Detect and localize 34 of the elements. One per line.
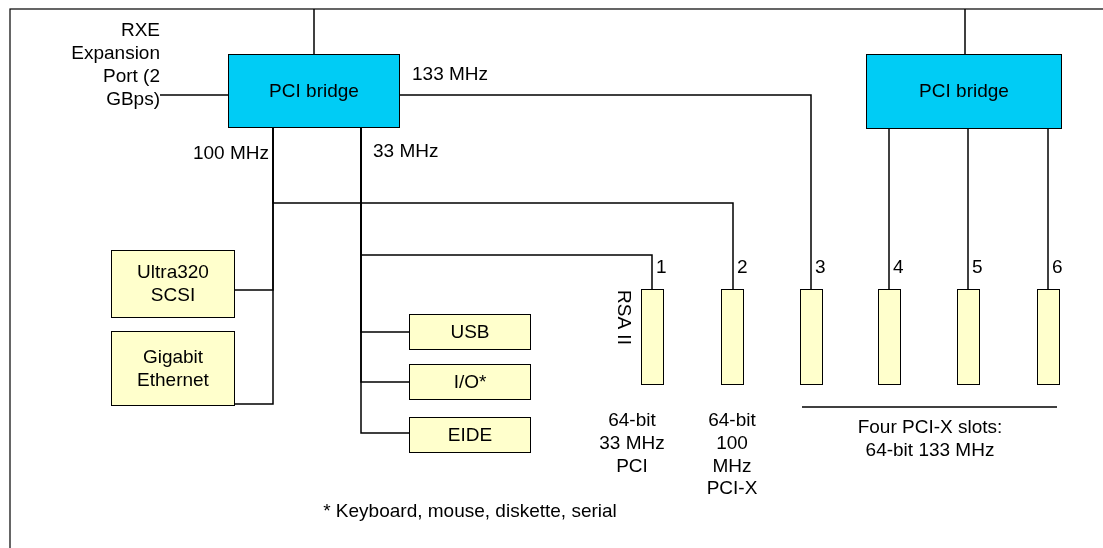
bus-line xyxy=(272,127,734,290)
expansion-slot xyxy=(878,289,901,385)
expansion-slot xyxy=(721,289,744,385)
slot-number: 6 xyxy=(1052,256,1064,279)
expansion-slot xyxy=(1037,289,1060,385)
slot-caption: 64-bit 33 MHz PCI xyxy=(598,409,666,478)
bus-line xyxy=(888,128,890,290)
slot-number: 5 xyxy=(972,256,984,279)
bus-line xyxy=(360,127,410,434)
slot-number: 4 xyxy=(893,256,905,279)
device-block: EIDE xyxy=(409,417,531,453)
slot-number: 2 xyxy=(737,256,749,279)
bus-line xyxy=(159,94,229,96)
bus-line xyxy=(399,94,812,290)
slot-caption: 64-bit 100 MHz PCI-X xyxy=(705,409,759,501)
port-label: RXE Expansion Port (2 GBps) xyxy=(60,18,160,112)
bridge-block: PCI bridge xyxy=(866,54,1062,129)
bus-line xyxy=(967,128,969,290)
device-block: Ultra320 SCSI xyxy=(111,250,235,318)
expansion-slot xyxy=(641,289,664,385)
device-block: USB xyxy=(409,314,531,350)
expansion-slot xyxy=(957,289,980,385)
slot-label: RSA II xyxy=(612,290,635,347)
footnote: * Keyboard, mouse, diskette, serial xyxy=(322,500,618,523)
slot-number: 3 xyxy=(815,256,827,279)
bus-line xyxy=(1047,128,1049,290)
bus-line xyxy=(964,8,966,55)
group-caption: Four PCI-X slots: 64-bit 133 MHz xyxy=(856,416,1004,462)
device-block: I/O* xyxy=(409,364,531,400)
device-block: Gigabit Ethernet xyxy=(111,331,235,406)
slot-number: 1 xyxy=(656,256,668,279)
bus-line xyxy=(313,8,315,55)
bridge-block: PCI bridge xyxy=(228,54,400,128)
expansion-slot xyxy=(800,289,823,385)
